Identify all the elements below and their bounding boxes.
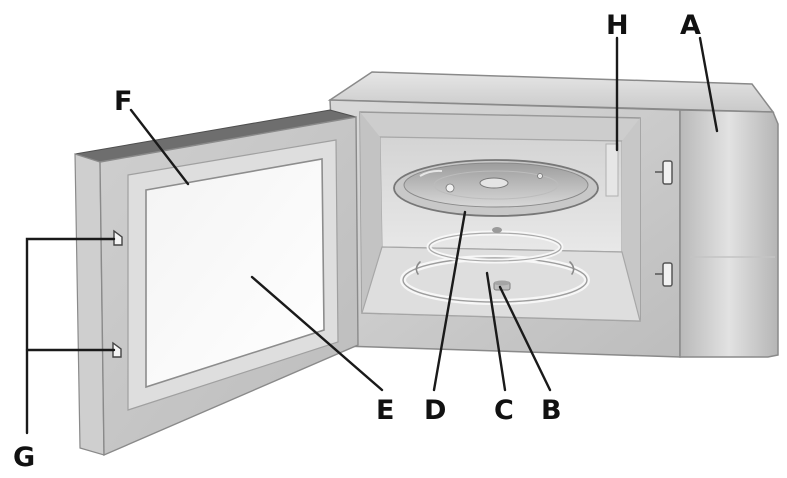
control-panel: [679, 109, 779, 358]
leader-g: [25, 237, 116, 435]
leader-e: [250, 275, 384, 392]
roller-ring: [400, 230, 590, 305]
label-g: G: [13, 442, 35, 473]
door-hook-upper: [113, 229, 123, 246]
label-c: C: [494, 395, 514, 426]
label-h: H: [606, 10, 629, 41]
oven-door: [74, 109, 359, 457]
leader-c: [485, 271, 507, 392]
label-b: B: [541, 395, 562, 426]
label-a: A: [680, 10, 701, 41]
leader-b: [498, 285, 552, 392]
leader-lines: [25, 36, 719, 435]
latch-slot-lower: [662, 262, 673, 287]
leader-a: [698, 36, 719, 133]
label-f: F: [114, 86, 132, 117]
door-hook-lower: [112, 341, 122, 358]
label-e: E: [376, 395, 394, 426]
callout-labels: A H F E D C B G: [13, 10, 701, 473]
turntable-shaft: [492, 227, 511, 291]
waveguide-cover: [605, 143, 619, 197]
label-d: D: [424, 395, 446, 426]
oven-cavity: [359, 111, 641, 322]
latch-slot-upper: [662, 160, 673, 185]
glass-tray: [393, 159, 599, 217]
door-window: [145, 158, 325, 389]
leader-d: [432, 210, 467, 392]
leader-f: [129, 108, 190, 186]
